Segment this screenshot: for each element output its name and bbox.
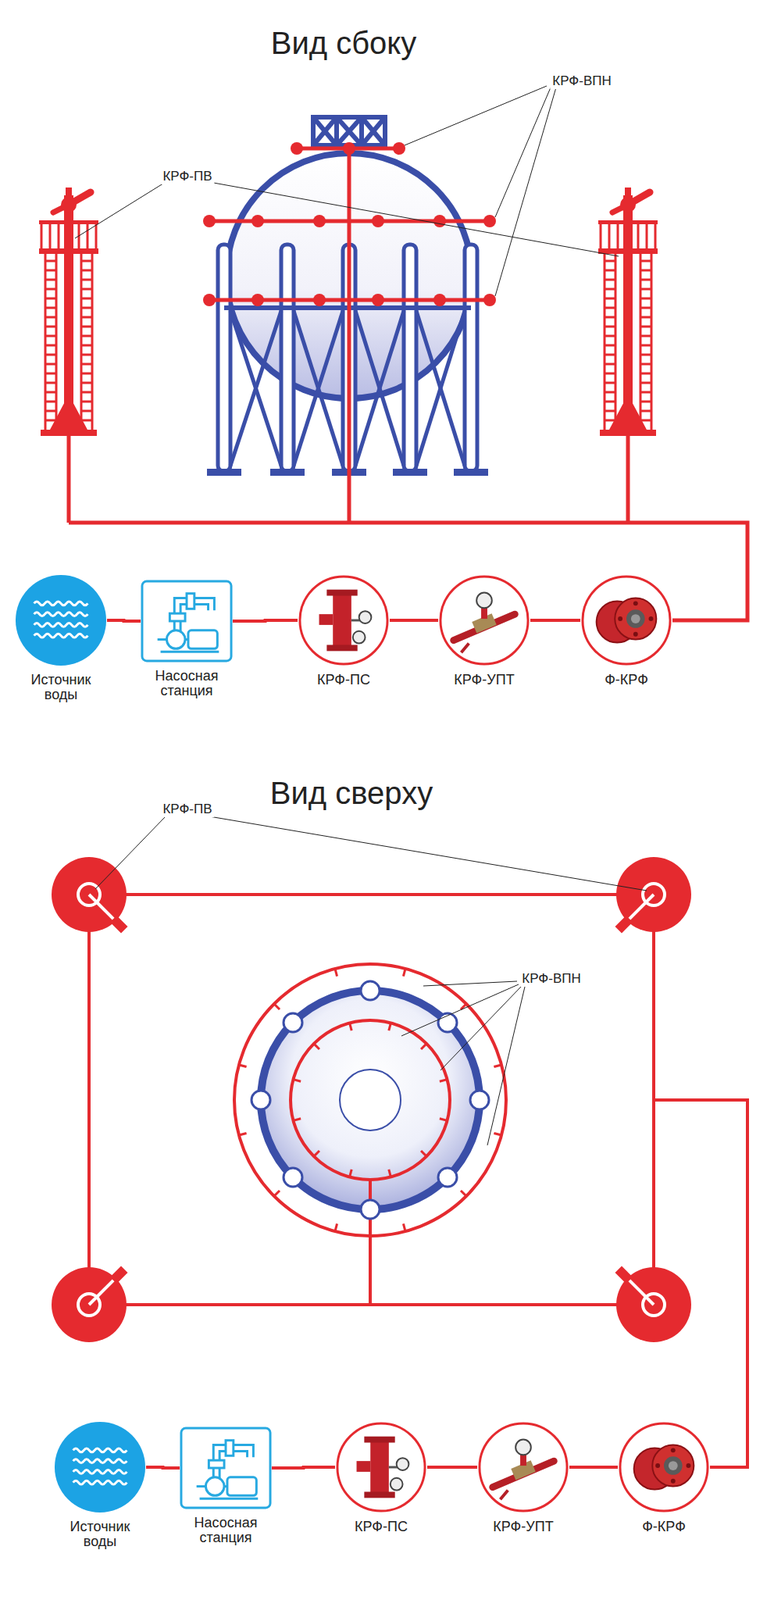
pipe-connector <box>107 620 141 621</box>
node-label: Насосная станция <box>177 1515 275 1545</box>
node-label: КРФ-ПС <box>332 1519 430 1534</box>
pipe-connector <box>271 1466 336 1468</box>
node-label: КРФ-УПТ <box>435 672 533 688</box>
node-icon <box>179 1426 272 1509</box>
pipe-connector <box>569 1465 618 1469</box>
node-icon <box>617 1420 710 1513</box>
f-krf-circle: Ф-КРФ <box>580 574 673 667</box>
node-icon <box>580 574 673 667</box>
node-label: КРФ-УПТ <box>474 1519 572 1534</box>
view-title: Вид сбоку <box>268 25 420 61</box>
krf-ps-circle: КРФ-ПС <box>335 1420 428 1513</box>
krf-upt-circle: КРФ-УПТ <box>438 574 531 667</box>
node-label: Источник воды <box>12 672 110 703</box>
node-icon <box>297 574 390 667</box>
pipe-connector <box>146 1466 180 1468</box>
krf-ps-circle: КРФ-ПС <box>297 574 390 667</box>
pump-station-box: Насосная станция <box>179 1426 272 1509</box>
f-krf-circle: Ф-КРФ <box>617 1420 710 1513</box>
node-icon <box>14 574 108 667</box>
node-icon <box>140 579 233 663</box>
pump-station-box: Насосная станция <box>140 579 233 663</box>
node-label: Насосная станция <box>138 668 236 699</box>
pipe-connector <box>530 618 581 622</box>
node-icon <box>335 1420 428 1513</box>
node-label: Ф-КРФ <box>577 672 675 688</box>
pipe-connector <box>389 618 439 622</box>
callout-label: КРФ-ВПН <box>519 970 583 987</box>
callout-label: КРФ-ПВ <box>160 801 215 817</box>
node-icon <box>438 574 531 667</box>
water-source-circle: Источник воды <box>53 1420 147 1513</box>
krf-upt-circle: КРФ-УПТ <box>477 1420 570 1513</box>
callout-label: КРФ-ВПН <box>549 73 614 90</box>
callout-label: КРФ-ПВ <box>160 168 215 185</box>
node-icon <box>477 1420 570 1513</box>
node-label: КРФ-ПС <box>295 672 393 688</box>
water-source-circle: Источник воды <box>14 574 108 667</box>
node-label: Источник воды <box>51 1519 149 1549</box>
node-icon <box>53 1420 147 1513</box>
view-title: Вид сверху <box>267 775 436 811</box>
pipe-connector <box>232 620 298 621</box>
node-label: Ф-КРФ <box>615 1519 713 1534</box>
pipe-connector <box>427 1465 478 1469</box>
